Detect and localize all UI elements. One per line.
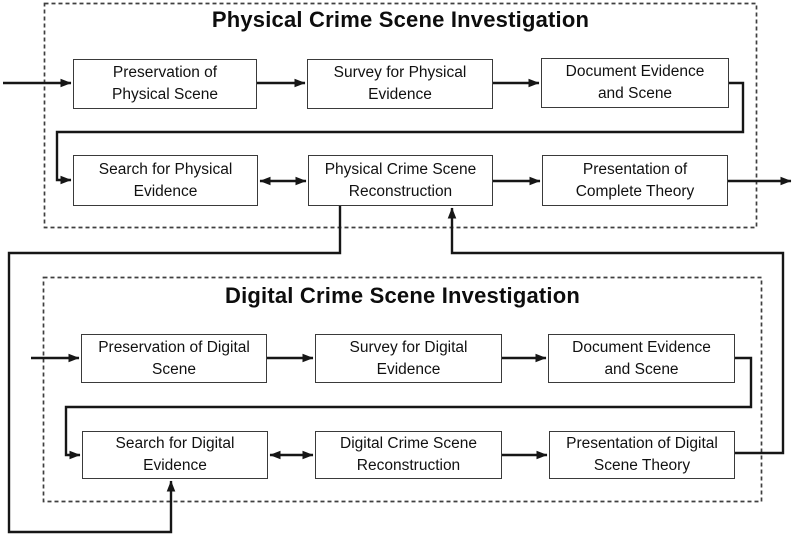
box-preservation-of-digital-scene: Preservation of Digital Scene (81, 334, 267, 383)
box-physical-crime-scene-reconstruction: Physical Crime Scene Reconstruction (308, 155, 493, 206)
box-document-evidence-and-scene-physical: Document Evidence and Scene (541, 58, 729, 108)
box-survey-for-digital-evidence: Survey for Digital Evidence (315, 334, 502, 383)
box-presentation-of-complete-theory: Presentation of Complete Theory (542, 155, 728, 206)
box-search-for-digital-evidence: Search for Digital Evidence (82, 431, 268, 479)
box-presentation-of-digital-scene-theory: Presentation of Digital Scene Theory (549, 431, 735, 479)
physical-phase-title: Physical Crime Scene Investigation (211, 7, 590, 32)
box-survey-for-physical-evidence: Survey for Physical Evidence (307, 59, 493, 109)
box-digital-crime-scene-reconstruction: Digital Crime Scene Reconstruction (315, 431, 502, 479)
edge-digital-presentation-to-physical-reconstruction (447, 207, 785, 455)
box-document-evidence-and-scene-digital: Document Evidence and Scene (548, 334, 735, 383)
box-search-for-physical-evidence: Search for Physical Evidence (73, 155, 258, 206)
digital-phase-title: Digital Crime Scene Investigation (224, 283, 581, 308)
box-preservation-of-physical-scene: Preservation of Physical Scene (73, 59, 257, 109)
